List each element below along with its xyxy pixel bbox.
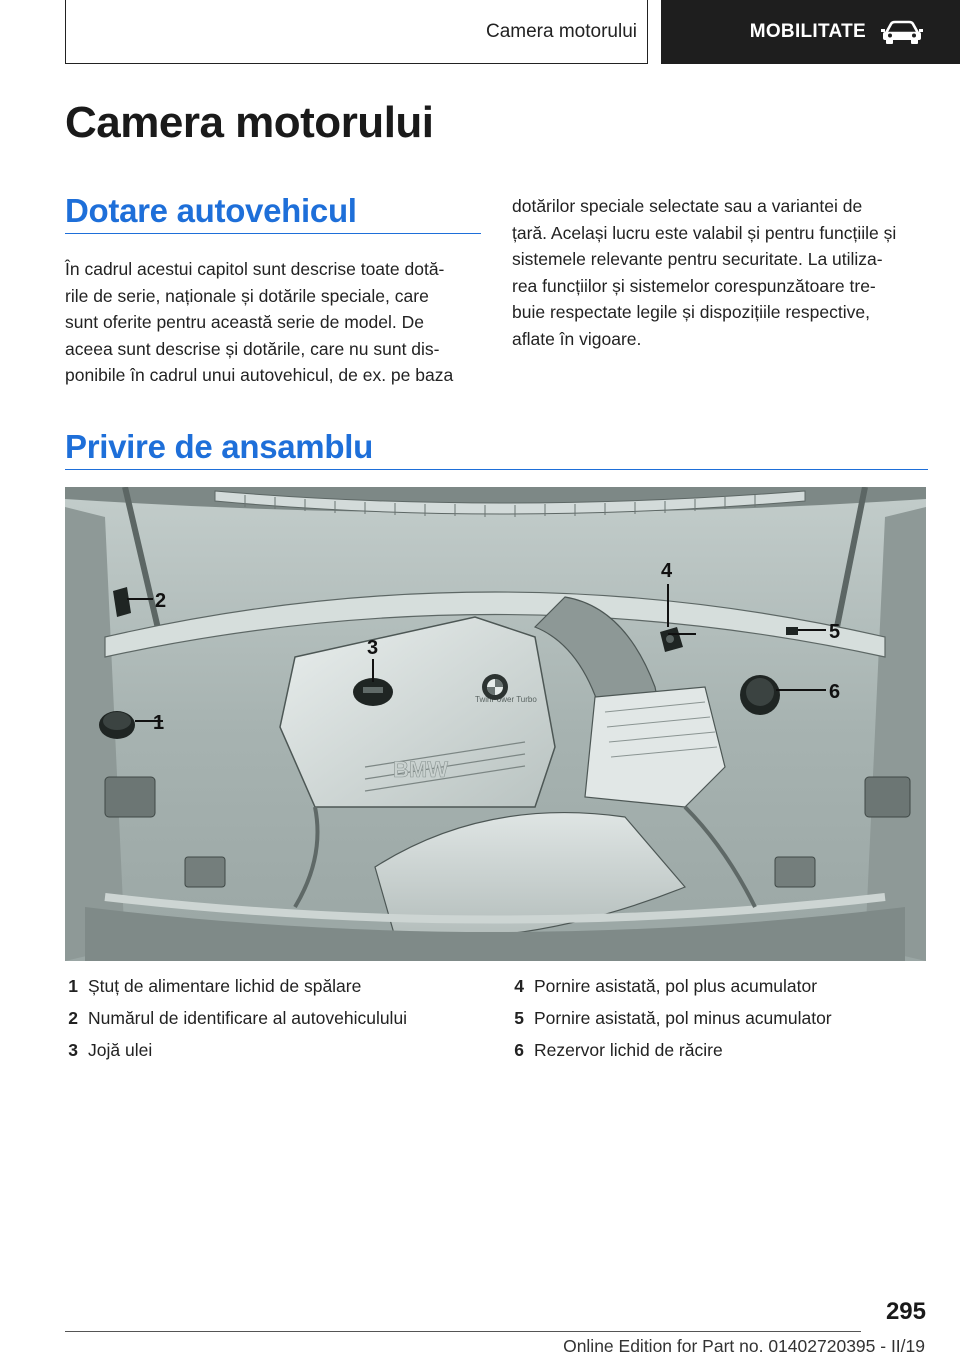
car-icon [881, 20, 923, 44]
legend-number: 1 [68, 976, 78, 996]
text-line: buie respectate legile și dispozițiile r… [512, 302, 870, 322]
legend-text: Jojă ulei [88, 1040, 153, 1060]
legend-item: 6 Rezervor lichid de răcire [498, 1040, 723, 1061]
callout-4: 4 [661, 560, 673, 582]
legend-text: Pornire asistată, pol plus acumulator [534, 976, 818, 996]
text-line: țară. Același lucru este valabil și pent… [512, 222, 897, 243]
equipment-paragraph-col1: În cadrul acestui capitol sunt descrise … [65, 256, 485, 389]
callout-6: 6 [829, 681, 840, 703]
coolant-reservoir-cap [740, 675, 780, 715]
text-line: rea funcțiilor și sistemelor corespunzăt… [512, 275, 876, 296]
legend-item: 2 Numărul de identificare al autovehicul… [52, 1008, 407, 1029]
text-line: rile de serie, naționale și dotările spe… [65, 285, 429, 306]
section-rule [65, 233, 481, 234]
header-section-box: Camera motorului [65, 0, 648, 64]
callout-3: 3 [367, 637, 378, 659]
legend-item: 4 Pornire asistată, pol plus acumulator [498, 976, 817, 997]
callout-5: 5 [829, 621, 840, 643]
page-number: 295 [885, 1298, 926, 1325]
legend-item: 3 Jojă ulei [52, 1040, 152, 1061]
section-rule [65, 469, 928, 470]
header-chapter-title: MOBILITATE [749, 21, 866, 42]
text-line: aceea sunt descrise și dotările, care nu… [65, 338, 440, 359]
washer-fluid-cap [99, 711, 135, 739]
legend-text: Ștuț de alimentare lichid de spălare [88, 976, 362, 996]
text-line: sistemele relevante pentru securitate. L… [512, 249, 883, 269]
footer-edition: Online Edition for Part no. 01402720395 … [563, 1336, 925, 1356]
header-section-title: Camera motorului [486, 20, 637, 42]
callout-2: 2 [155, 590, 166, 612]
oil-dipstick-cap [353, 678, 393, 706]
equipment-paragraph-col2: dotărilor speciale selectate sau a varia… [512, 193, 932, 352]
footer-rule [65, 1331, 861, 1332]
legend-number: 5 [514, 1008, 524, 1028]
legend-text: Rezervor lichid de răcire [534, 1040, 723, 1060]
text-line: aflate în vigoare. [512, 328, 642, 349]
section-heading-equipment: Dotare autovehicul [65, 192, 357, 229]
text-line: În cadrul acestui capitol sunt descrise … [65, 259, 445, 279]
engine-cover-logo-text: BMW [393, 757, 448, 782]
legend-text: Numărul de identificare al autovehiculul… [88, 1008, 408, 1028]
engine-cover-label: TwinPower Turbo [475, 695, 537, 704]
engine-bay-illustration: TwinPower Turbo BMW [65, 487, 926, 961]
section-heading-overview: Privire de ansamblu [65, 428, 373, 465]
engine-bay-drawing: TwinPower Turbo BMW [65, 487, 926, 961]
legend-number: 6 [514, 1040, 524, 1060]
text-line: ponibile în cadrul unui autovehicul, de … [65, 365, 454, 385]
legend-number: 2 [68, 1008, 78, 1028]
legend-number: 4 [514, 976, 524, 996]
text-line: sunt oferite pentru această serie de mod… [65, 312, 424, 332]
battery-negative-terminal [786, 627, 798, 635]
header-chapter-box: MOBILITATE [661, 0, 960, 64]
legend-item: 1 Ștuț de alimentare lichid de spălare [52, 976, 361, 997]
legend-text: Pornire asistată, pol minus acumulator [534, 1008, 832, 1028]
text-line: dotărilor speciale selectate sau a varia… [512, 196, 863, 216]
vin-plate-marker [113, 587, 131, 617]
legend-item: 5 Pornire asistată, pol minus acumulator [498, 1008, 832, 1029]
legend-number: 3 [68, 1040, 78, 1060]
page-title: Camera motorului [65, 98, 434, 147]
callout-1: 1 [153, 712, 164, 734]
